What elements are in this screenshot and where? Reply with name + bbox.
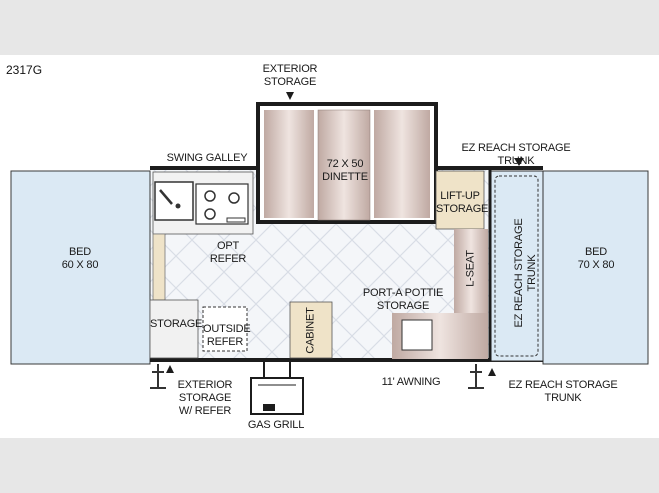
label-awning: 11' AWNING bbox=[381, 376, 441, 388]
label-outside-refer: OUTSIDE REFER bbox=[203, 323, 251, 348]
bed-left bbox=[10, 170, 151, 365]
label-ez-trunk-top: EZ REACH STORAGE TRUNK bbox=[461, 142, 571, 167]
label-bed-left: BED 60 X 80 bbox=[61, 246, 99, 271]
label-exterior-storage-refer: EXTERIOR STORAGE W/ REFER bbox=[177, 379, 233, 417]
l-seat-cushion bbox=[454, 229, 488, 313]
label-cabinet: CABINET bbox=[304, 307, 317, 354]
lift-up-storage-box bbox=[435, 170, 485, 230]
stove bbox=[195, 183, 249, 225]
arrow-ez-trunk-bottom bbox=[488, 368, 496, 376]
arrow-exterior-storage bbox=[286, 92, 294, 100]
model-number: 2317G bbox=[6, 63, 43, 77]
ez-trunk-box bbox=[489, 170, 544, 362]
label-lift-up-storage: LIFT-UP STORAGE bbox=[436, 190, 489, 215]
arrow-ez-trunk-top bbox=[514, 158, 524, 166]
bed-right bbox=[542, 170, 649, 365]
label-storage: STORAGE bbox=[150, 318, 203, 330]
gas-grill-body bbox=[250, 377, 304, 415]
storage-cabinet bbox=[149, 299, 199, 359]
label-l-seat: L-SEAT bbox=[464, 250, 477, 287]
cabinet-box bbox=[289, 301, 333, 359]
label-bed-right: BED 70 X 80 bbox=[577, 246, 615, 271]
galley-side-cabinet bbox=[152, 233, 166, 301]
jack-left bbox=[150, 364, 166, 389]
arrow-ext-storage-refer bbox=[166, 365, 174, 373]
sink bbox=[154, 181, 194, 221]
label-exterior-storage: EXTERIOR STORAGE bbox=[262, 63, 318, 88]
dinette-table bbox=[317, 109, 371, 221]
outside-refer-box bbox=[202, 306, 248, 352]
label-opt-refer: OPT REFER bbox=[209, 240, 247, 265]
jack-right bbox=[468, 364, 484, 389]
dinette-seat-right bbox=[374, 110, 430, 218]
label-ez-trunk-vertical: EZ REACH STORAGE TRUNK bbox=[513, 218, 538, 328]
label-ez-trunk-bottom: EZ REACH STORAGE TRUNK bbox=[508, 379, 618, 404]
label-swing-galley: SWING GALLEY bbox=[166, 152, 248, 164]
dinette-seat-left bbox=[264, 110, 314, 218]
porta-pottie bbox=[401, 319, 433, 351]
label-gas-grill: GAS GRILL bbox=[247, 419, 305, 431]
label-dinette: 72 X 50 DINETTE bbox=[322, 158, 368, 183]
label-porta-pottie: PORT-A POTTIE STORAGE bbox=[362, 287, 444, 312]
